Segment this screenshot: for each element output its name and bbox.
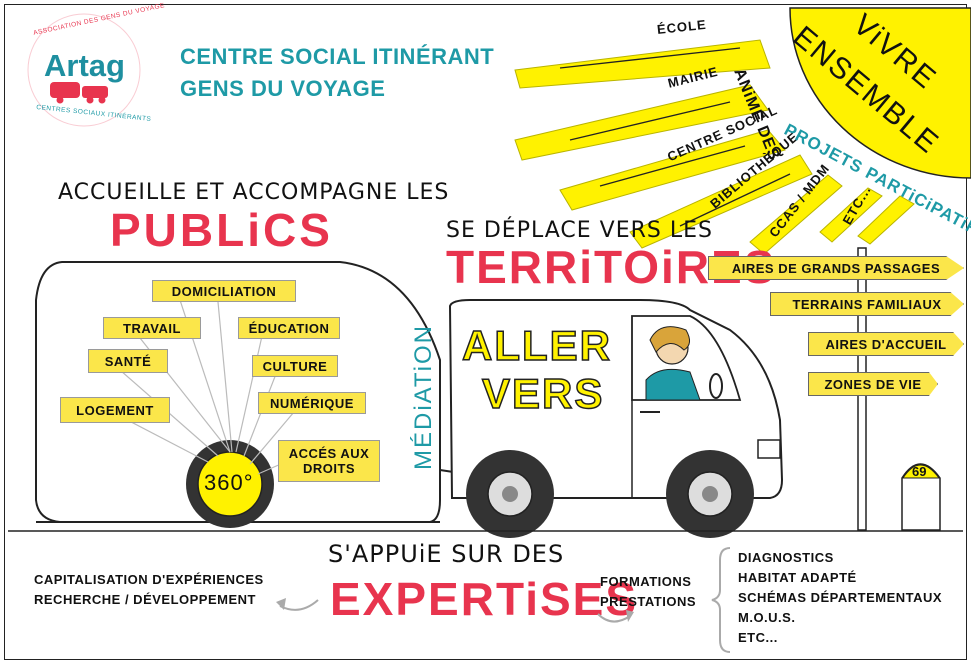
label-domiciliation: DOMICILIATION [152, 280, 296, 302]
logo-badge-icon [27, 13, 141, 127]
left-item-2: RECHERCHE / DÉVELOPPEMENT [34, 592, 256, 607]
brace-icon [711, 547, 731, 653]
artag-logo: ASSOCIATION DES GENS DU VOYAGE Artag CEN… [14, 2, 166, 130]
label-travail: TRAVAIL [103, 317, 201, 339]
publics-headline: PUBLiCS [110, 204, 333, 256]
aller-vers-line-1: ALLER [461, 321, 612, 370]
publics-intro: ACCUEILLE ET ACCOMPAGNE LES [58, 180, 450, 205]
label-logement: LOGEMENT [60, 397, 170, 423]
label-sante: SANTÉ [88, 349, 168, 373]
right-item-4: M.O.U.S. [738, 610, 796, 625]
sun-disc [789, 7, 971, 179]
sign-terrains-familiaux: TERRAINS FAMILIAUX [770, 292, 964, 316]
milestone-number: 69 [912, 464, 927, 479]
label-culture: CULTURE [252, 355, 338, 377]
right-item-5: ETC... [738, 630, 778, 645]
aller-vers-line-2: VERS [481, 369, 605, 418]
arrow-right-icon [597, 613, 631, 623]
wheel-360: 360° [204, 470, 254, 495]
poster-frame [4, 4, 967, 660]
right-item-2: HABITAT ADAPTÉ [738, 570, 857, 585]
title-line-2: GENS DU VOYAGE [180, 76, 386, 101]
expertises-headline: EXPERTiSES [330, 573, 639, 625]
right-item-1: DIAGNOSTICS [738, 550, 834, 565]
territoires-intro: SE DÉPLACE VERS LES [446, 218, 713, 243]
sign-aires-grands-passages: AIRES DE GRANDS PASSAGES [708, 256, 964, 280]
title-line-1: CENTRE SOCIAL ITINÉRANT [180, 44, 495, 69]
label-acces-aux-droits: ACCÉS AUX DROITS [278, 440, 380, 482]
sign-zones-de-vie: ZONES DE VIE [808, 372, 938, 396]
middle-item-2: PRESTATIONS [600, 594, 697, 609]
left-item-1: CAPITALISATION D'EXPÉRIENCES [34, 572, 264, 587]
right-item-3: SCHÉMAS DÉPARTEMENTAUX [738, 590, 943, 605]
middle-item-1: FORMATIONS [600, 574, 692, 589]
logo-name: Artag [44, 48, 125, 83]
label-numerique: NUMÉRIQUE [258, 392, 366, 414]
label-education: ÉDUCATION [238, 317, 340, 339]
arrow-left-icon [279, 599, 319, 611]
sign-aires-accueil: AIRES D'ACCUEIL [808, 332, 964, 356]
expertises-intro: S'APPUiE SUR DES [328, 540, 565, 568]
